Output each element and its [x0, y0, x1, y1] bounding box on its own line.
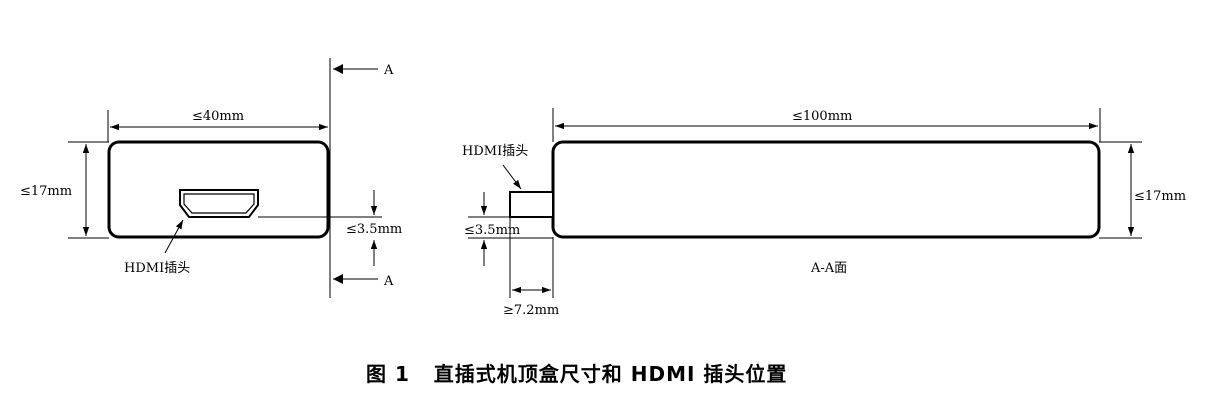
plug-length-label: ≥7.2mm	[503, 303, 559, 318]
side-body-outline	[551, 140, 1101, 239]
hdmi-label-side: HDMI插头	[462, 144, 528, 159]
hdmi-leader-side	[502, 164, 522, 190]
height-label-right: ≤17mm	[1134, 189, 1186, 204]
hdmi-label: HDMI插头	[124, 261, 190, 276]
section-mark-top: A	[383, 63, 394, 78]
length-label: ≤100mm	[792, 109, 852, 124]
offset-label-side: ≤3.5mm	[464, 223, 520, 238]
hdmi-plug	[509, 191, 554, 218]
hdmi-port-inner	[183, 193, 255, 214]
side-view: ≤100mm ≤17mm ≤3.5mm ≥7.2mm HDMI插头 A-A面	[462, 108, 1186, 318]
figure-caption: 图 1 直插式机顶盒尺寸和 HDMI 插头位置	[366, 362, 787, 386]
front-view: A A ≤40mm ≤17mm ≤3.5mm HDMI插头	[20, 58, 402, 298]
hdmi-port-outer	[179, 189, 259, 218]
width-label: ≤40mm	[192, 109, 244, 124]
section-title: A-A面	[810, 261, 847, 276]
offset-label: ≤3.5mm	[346, 222, 402, 237]
hdmi-leader	[164, 219, 184, 254]
front-body-outline	[107, 140, 330, 239]
height-label: ≤17mm	[20, 184, 72, 199]
section-mark-bottom: A	[383, 274, 394, 289]
